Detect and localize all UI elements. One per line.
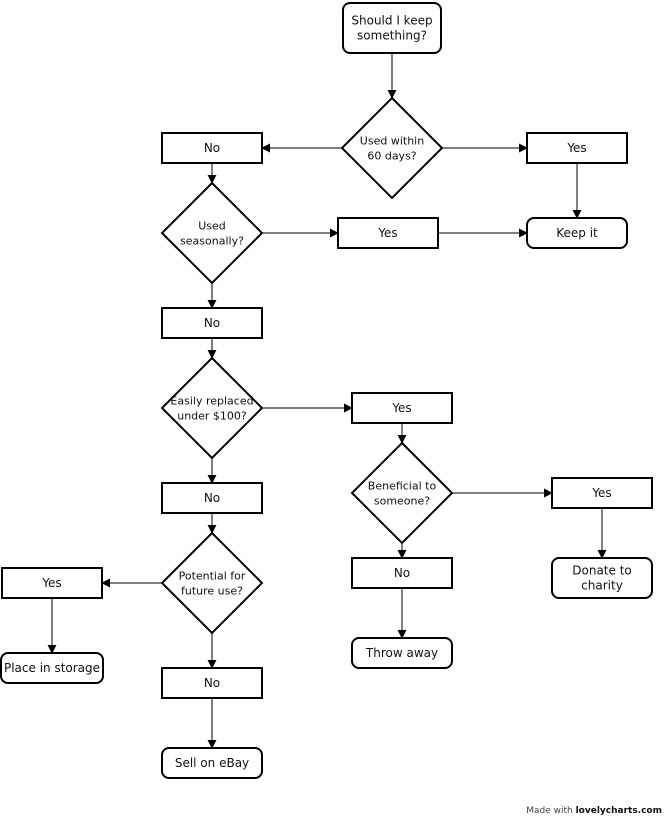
footer-brand: lovelycharts.com [575,806,662,816]
answer-box [526,132,628,164]
answer-node-no3: No [161,482,263,514]
node-label: No [204,141,220,155]
decision-node-used60: Used within 60 days? [340,96,444,200]
decision-node-future: Potential for future use? [160,531,264,635]
node-label: Yes [41,576,61,590]
terminal-box [526,217,628,249]
node-label: Beneficial to [368,480,437,493]
decision-diamond [160,181,264,285]
node-label: Sell on eBay [175,756,249,770]
footer-made-with: Made with [526,806,573,816]
answer-box [351,557,453,589]
terminal-node-keep: Keep it [526,217,628,249]
node-label: Used within [360,135,424,148]
decision-diamond [160,356,264,460]
answer-node-yes3: Yes [351,392,453,424]
node-label: Place in storage [4,661,100,675]
node-label: 60 days? [367,150,416,163]
node-label: Keep it [556,226,598,240]
terminal-box [551,557,653,599]
node-label: future use? [181,585,243,598]
terminal-box [351,637,453,669]
node-label: No [204,316,220,330]
answer-box [1,567,103,599]
node-label: No [204,676,220,690]
node-label: charity [581,579,623,593]
footer-credit: Made with lovelycharts.com [526,806,662,816]
node-label: Yes [591,486,611,500]
node-label: Should I keep [351,14,432,28]
decision-diamond [340,96,444,200]
node-label: under $100? [177,410,247,423]
node-label: Potential for [179,570,246,583]
answer-node-no5: No [161,667,263,699]
answer-box [337,217,439,249]
answer-box [161,307,263,339]
node-label: Yes [391,401,411,415]
answer-box [161,482,263,514]
node-label: Yes [377,226,397,240]
decision-diamond [350,441,454,545]
answer-box [551,477,653,509]
terminal-box [0,652,104,684]
node-label: something? [357,29,427,43]
answer-node-yes2: Yes [337,217,439,249]
answer-box [161,132,263,164]
node-label: Used [198,220,226,233]
answer-node-yes1: Yes [526,132,628,164]
answer-box [351,392,453,424]
decision-node-replace: Easily replaced under $100? [160,356,264,460]
node-label: seasonally? [180,235,244,248]
terminal-box [161,747,263,779]
node-label: No [204,491,220,505]
answer-node-yes5: Yes [1,567,103,599]
decision-node-beneficial: Beneficial to someone? [350,441,454,545]
decision-node-seasonal: Used seasonally? [160,181,264,285]
node-label: Yes [566,141,586,155]
node-label: someone? [374,495,430,508]
answer-box [161,667,263,699]
node-label: Donate to [572,564,632,578]
terminal-node-storage: Place in storage [0,652,104,684]
answer-node-no2: No [161,307,263,339]
decision-diamond [160,531,264,635]
terminal-box [342,2,442,54]
node-label: Easily replaced [170,395,253,408]
terminal-node-ebay: Sell on eBay [161,747,263,779]
terminal-node-throw: Throw away [351,637,453,669]
answer-node-no1: No [161,132,263,164]
answer-node-no4: No [351,557,453,589]
node-label: No [394,566,410,580]
node-label: Throw away [365,646,438,660]
answer-node-yes4: Yes [551,477,653,509]
